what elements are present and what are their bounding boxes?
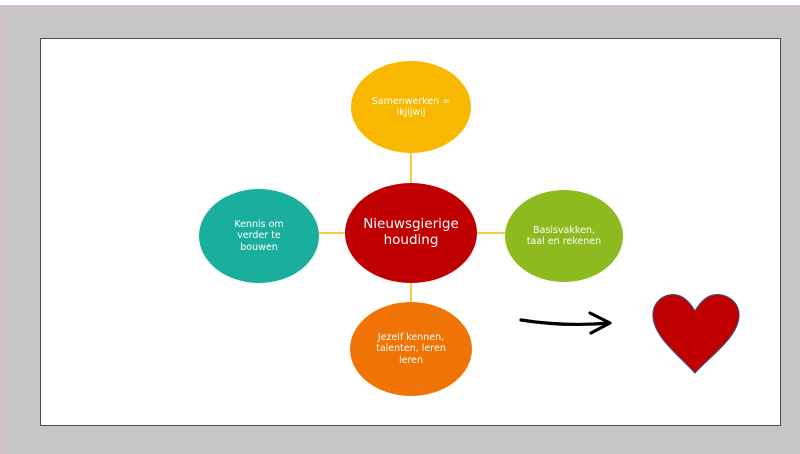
arrow-shaft	[519, 318, 611, 327]
node-top-circle[interactable]	[351, 61, 471, 153]
slide-canvas[interactable]: Samenwerken = ikjijwij Kennis om verder …	[40, 38, 781, 426]
window-left-edge	[0, 6, 1, 454]
arrow-head	[588, 311, 612, 335]
node-center-circle[interactable]	[345, 183, 477, 283]
node-bottom-circle[interactable]	[350, 302, 472, 396]
diagram-svg	[199, 61, 740, 396]
node-left-circle[interactable]	[199, 189, 319, 283]
window-top-strip	[0, 0, 800, 6]
heart-icon[interactable]	[652, 294, 740, 374]
node-right-circle[interactable]	[505, 190, 623, 282]
